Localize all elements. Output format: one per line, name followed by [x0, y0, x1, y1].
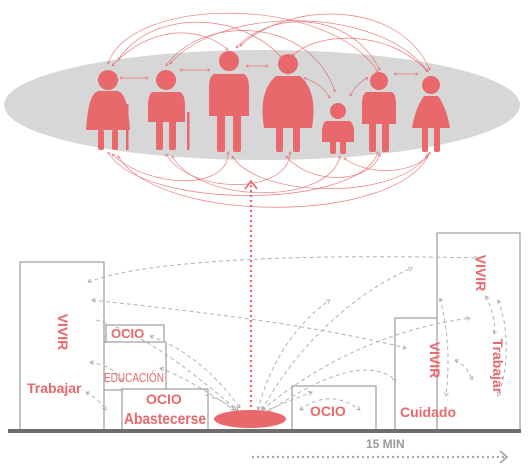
child-icon	[322, 103, 354, 154]
young-man-icon	[362, 72, 396, 152]
buildings	[19, 232, 521, 431]
label-ocio-center: OCIO	[146, 391, 182, 407]
scale-label: 15 MIN	[366, 437, 405, 451]
label-cuidado: Cuidado	[400, 404, 456, 420]
label-ocio-small: OCIO	[111, 326, 144, 341]
vertical-link	[244, 179, 258, 412]
ground-line	[8, 429, 521, 433]
scale-arrow	[252, 450, 509, 464]
label-educacion: EDUCACIÓN	[104, 370, 164, 385]
elderly-man-with-cane-icon	[148, 70, 190, 150]
label-trabajar-right: Trabajar	[490, 339, 506, 394]
label-ocio-right: OCIO	[310, 403, 346, 419]
people-icons	[86, 51, 450, 154]
central-meeting-point	[214, 410, 286, 428]
building-vivir-left	[19, 261, 105, 431]
label-trabajar-left: Trabajar	[27, 380, 82, 396]
label-vivir-far-right: VIVIR	[473, 255, 489, 292]
man-icon	[209, 51, 249, 152]
pregnant-woman-icon	[262, 54, 314, 152]
label-abastecerse: Abastecerse	[124, 411, 206, 428]
label-vivir-left: VIVIR	[55, 314, 71, 351]
place-connection-arrows	[85, 255, 507, 413]
label-vivir-mid-right: VIVIR	[427, 342, 443, 379]
girl-icon	[412, 76, 450, 152]
elderly-woman-with-cane-icon	[86, 70, 130, 150]
